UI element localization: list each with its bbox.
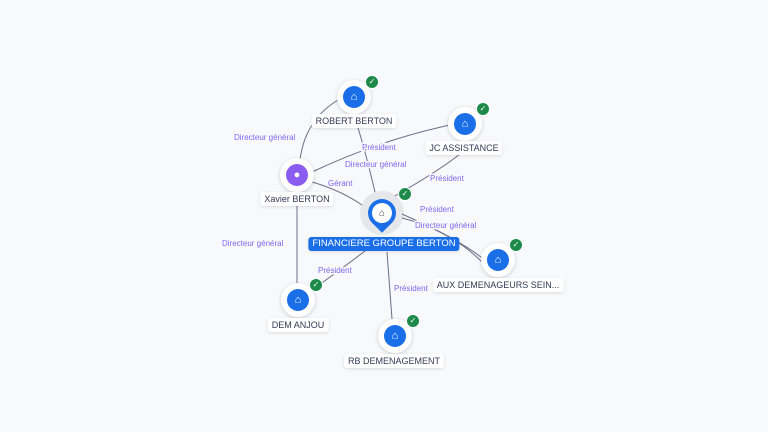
node-label[interactable]: DEM ANJOU <box>267 318 329 332</box>
edge-center-robert <box>357 127 376 193</box>
node-robert-berton[interactable]: ⌂✓ <box>337 75 379 114</box>
verified-icon: ✓ <box>406 314 420 328</box>
person-icon: ● <box>286 164 308 186</box>
node-label-main[interactable]: FINANCIERE GROUPE BERTON <box>308 237 460 251</box>
node-jc-assistance[interactable]: ⌂✓ <box>448 102 490 141</box>
verified-icon: ✓ <box>476 102 490 116</box>
node-label[interactable]: AUX DEMENAGEURS SEIN... <box>432 278 564 292</box>
verified-icon: ✓ <box>309 278 323 292</box>
node-label[interactable]: ROBERT BERTON <box>311 114 397 128</box>
company-icon: ⌂ <box>487 249 509 271</box>
node-xavier-berton[interactable]: ● <box>280 158 314 192</box>
node-label[interactable]: RB DEMENAGEMENT <box>343 354 445 368</box>
company-icon: ⌂ <box>343 86 365 108</box>
node-aux-demenageurs[interactable]: ⌂✓ <box>481 238 523 277</box>
node-rb-demenagement[interactable]: ⌂✓ <box>378 314 420 353</box>
company-icon: ⌂ <box>454 113 476 135</box>
edge-xavier-center <box>311 181 363 206</box>
node-label[interactable]: JC ASSISTANCE <box>425 141 503 155</box>
node-label[interactable]: Xavier BERTON <box>260 192 334 206</box>
verified-icon: ✓ <box>509 238 523 252</box>
node-dem-anjou[interactable]: ⌂✓ <box>281 278 323 317</box>
edge-xavier-jc <box>311 124 451 173</box>
company-icon: ⌂ <box>372 203 392 223</box>
company-icon: ⌂ <box>384 325 406 347</box>
node-financiere-groupe-berton[interactable]: ⌂✓ <box>360 187 412 235</box>
company-icon: ⌂ <box>287 289 309 311</box>
verified-icon: ✓ <box>365 75 379 89</box>
verified-icon: ✓ <box>398 187 412 201</box>
edge-center-rb <box>386 251 393 320</box>
edge-xavier-robert <box>299 99 339 161</box>
